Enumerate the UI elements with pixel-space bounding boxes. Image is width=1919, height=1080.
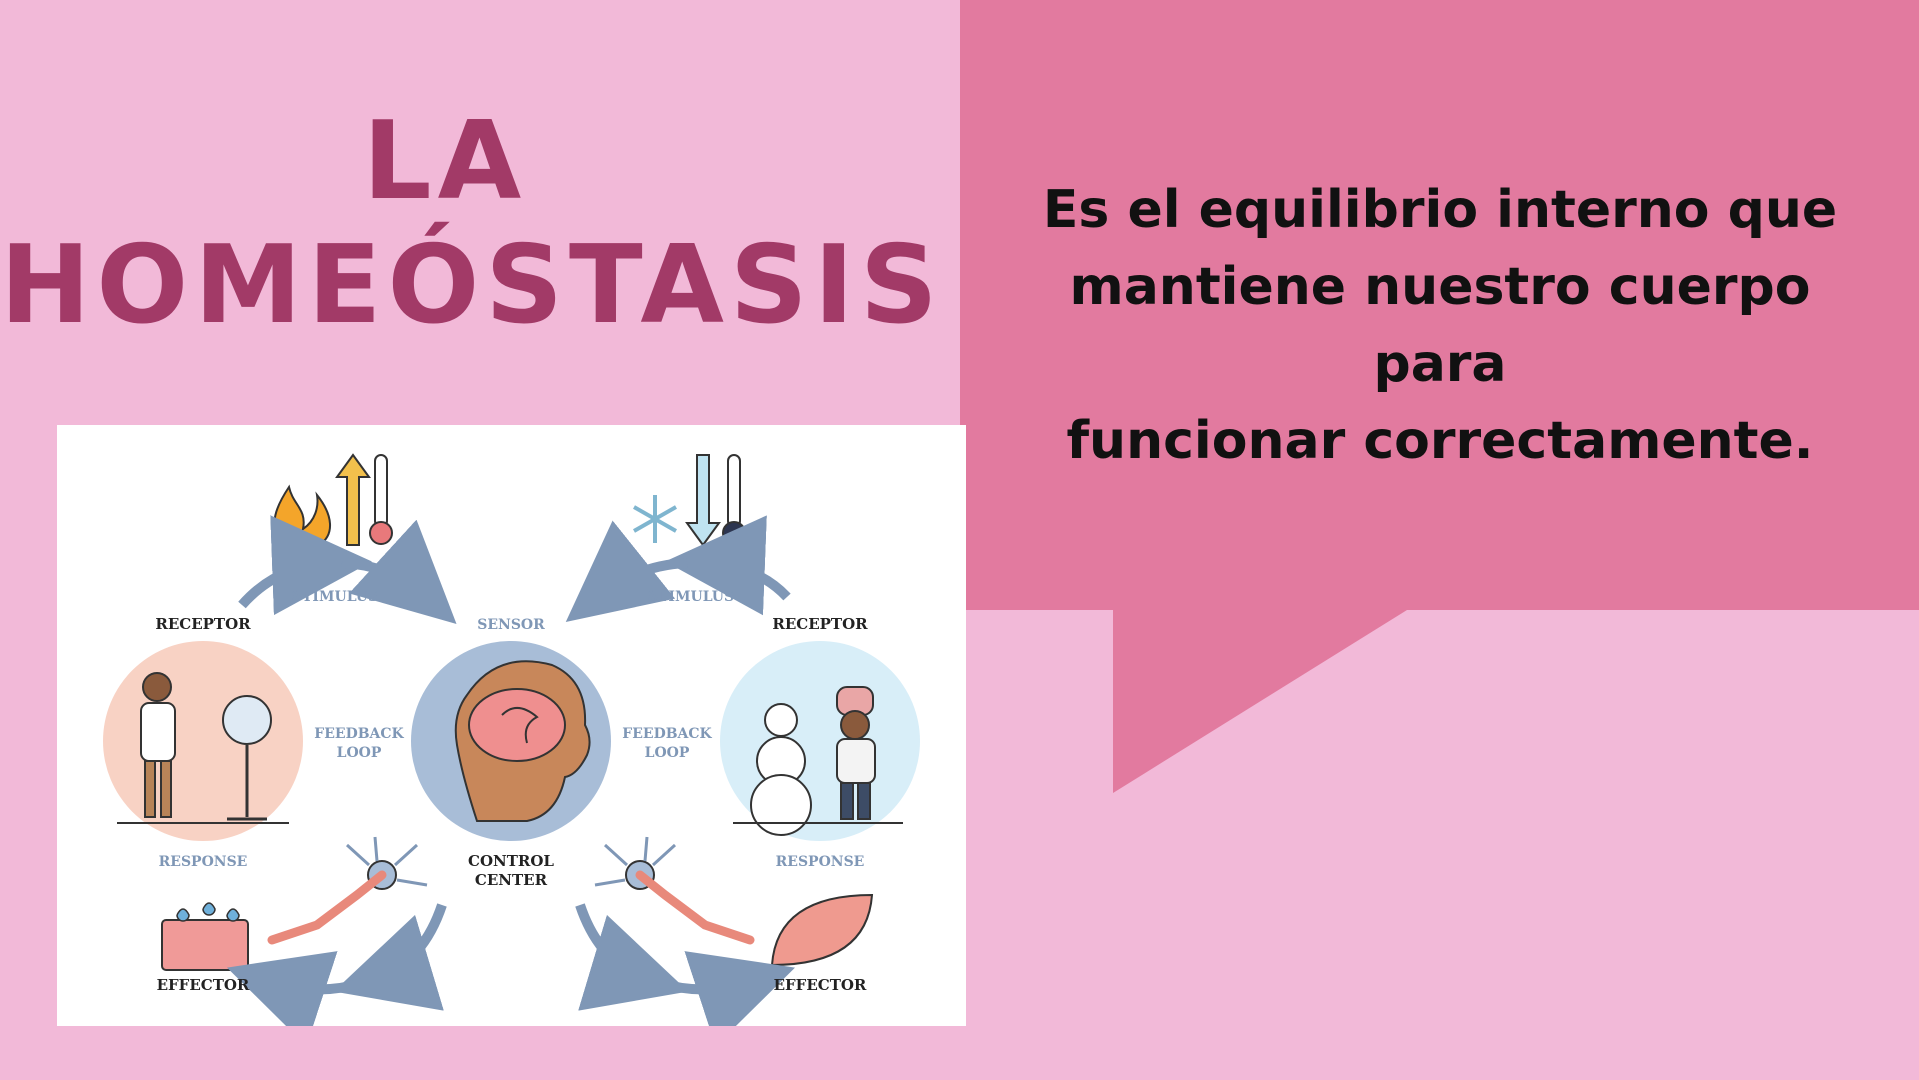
arrow-top-left-1 xyxy=(238,515,372,616)
definition-panel xyxy=(960,0,1919,610)
page-title: LA HOMEÓSTASIS xyxy=(0,99,944,348)
sensor-label: SENSOR xyxy=(477,617,545,633)
homeostasis-diagram: STIMULUS STIMULUS RECEPTOR RECEPTOR SENS… xyxy=(57,425,966,1026)
muscle-effector-icon xyxy=(770,893,874,967)
definition-line-3: funcionar correctamente. xyxy=(1066,411,1814,471)
control-center-label-2: CENTER xyxy=(475,871,548,889)
arrow-top-left-2 xyxy=(341,519,457,624)
response-label-right: RESPONSE xyxy=(776,854,865,870)
feedback-loop-right-label-2: LOOP xyxy=(645,745,690,761)
title-line-1: LA xyxy=(362,99,528,224)
control-center-label-1: CONTROL xyxy=(468,852,554,870)
heat-stimulus-icon xyxy=(273,453,393,546)
cold-stimulus-icon xyxy=(633,454,746,547)
neuron-right-icon xyxy=(594,836,755,945)
arrow-bottom-right-2 xyxy=(658,951,796,1026)
response-label-left: RESPONSE xyxy=(159,854,248,870)
arrow-bottom-left-2 xyxy=(226,951,364,1026)
effector-label-right: EFFECTOR xyxy=(774,976,867,994)
arrow-top-right-1 xyxy=(665,515,791,616)
sweat-gland-effector-icon xyxy=(161,902,249,971)
definition-line-2: mantiene nuestro cuerpo para xyxy=(1069,257,1811,394)
arrow-top-right-2 xyxy=(565,520,688,622)
effector-label-left: EFFECTOR xyxy=(157,976,250,994)
definition-text: Es el equilibrio interno que mantiene nu… xyxy=(1000,172,1880,480)
stimulus-label-left: STIMULUS xyxy=(292,589,378,605)
arrow-bottom-right-1 xyxy=(575,903,689,1011)
snowman-cold-illustration xyxy=(720,641,920,841)
receptor-label-right: RECEPTOR xyxy=(772,615,868,633)
neuron-left-icon xyxy=(267,836,428,945)
diagram-canvas: STIMULUS STIMULUS RECEPTOR RECEPTOR SENS… xyxy=(103,453,920,1026)
person-fan-illustration xyxy=(103,641,303,841)
feedback-loop-left-label-1: FEEDBACK xyxy=(314,726,404,742)
feedback-loop-left-label-2: LOOP xyxy=(337,745,382,761)
brain-head-illustration xyxy=(411,641,611,841)
stimulus-label-right: STIMULUS xyxy=(648,589,734,605)
definition-line-1: Es el equilibrio interno que xyxy=(1042,180,1838,240)
arrow-bottom-left-1 xyxy=(333,903,447,1011)
feedback-loop-right-label-1: FEEDBACK xyxy=(622,726,712,742)
title-line-2: HOMEÓSTASIS xyxy=(0,223,944,348)
receptor-label-left: RECEPTOR xyxy=(155,615,251,633)
